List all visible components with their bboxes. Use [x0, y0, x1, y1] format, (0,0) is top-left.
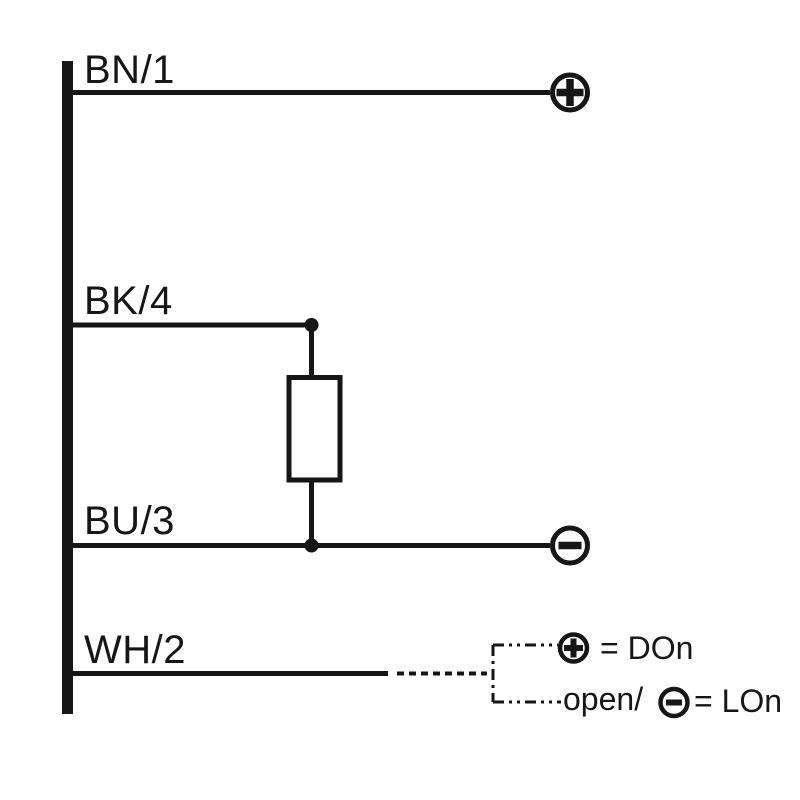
plus-terminal-icon — [550, 72, 590, 113]
minus-terminal-icon — [550, 525, 590, 566]
wire-label-bn1: BN/1 — [84, 48, 175, 92]
wire-group-bu3: BU/3 — [71, 499, 590, 566]
minus-circle-icon-small — [658, 686, 690, 719]
plus-terminal-ring — [550, 72, 590, 113]
legend-plus-ring — [557, 632, 590, 664]
legend-don-label: = DOn — [600, 630, 693, 666]
branch-bracket — [491, 643, 561, 704]
wire-group-bn1: BN/1 — [71, 48, 590, 113]
minus-terminal-ring — [550, 525, 590, 566]
legend-open-label: open/ — [563, 681, 643, 717]
legend-don: = DOn — [557, 630, 693, 666]
bus-bar — [62, 61, 73, 714]
wire-group-wh2: WH/2 — [71, 628, 487, 676]
plus-circle-icon-small — [557, 632, 590, 664]
legend-lon: open/ = LOn — [563, 681, 782, 719]
load-resistor — [286, 325, 343, 546]
legend-minus-ring — [658, 686, 690, 719]
legend-lon-label: = LOn — [694, 683, 782, 719]
load-resistor-body — [286, 375, 343, 483]
wire-label-bu3: BU/3 — [84, 499, 175, 543]
wire-group-bk4: BK/4 — [71, 279, 319, 332]
junction-dot-bu3 — [304, 538, 319, 553]
wire-label-bk4: BK/4 — [84, 279, 173, 323]
wire-label-wh2: WH/2 — [84, 628, 186, 672]
